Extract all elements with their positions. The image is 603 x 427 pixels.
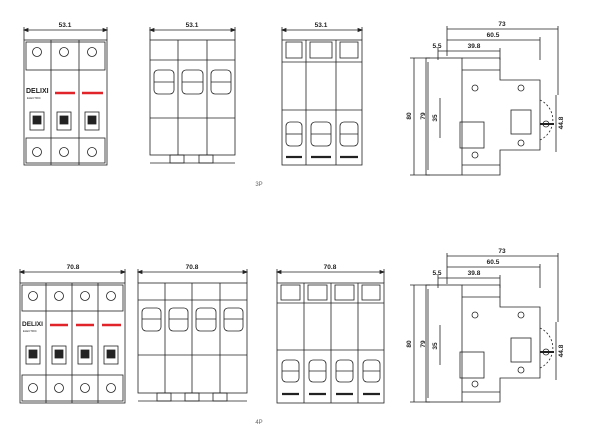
front-view-3p <box>22 27 109 166</box>
side-height-44-3p: 44.8 <box>558 116 565 129</box>
top-view-4p <box>275 269 386 404</box>
side-height-35-4p: 35 <box>432 342 439 350</box>
top-width-3p: 53.1 <box>315 22 328 29</box>
front-view-4p <box>18 269 127 404</box>
side-width-60-3p: 60.5 <box>487 32 500 39</box>
side-width-39-3p: 39.8 <box>468 43 481 50</box>
side-height-79-3p: 79 <box>420 112 427 120</box>
side-view-3p <box>410 26 559 176</box>
top-view-3p <box>280 27 364 166</box>
rear-width-3p: 53.1 <box>186 22 199 29</box>
side-height-80-4p: 80 <box>406 340 413 348</box>
rear-width-4p: 70.8 <box>186 264 199 271</box>
side-overall-width-3p: 73 <box>498 21 506 28</box>
side-width-60-4p: 60.5 <box>487 259 500 266</box>
caption-4p: 4P <box>255 420 262 426</box>
side-height-44-4p: 44.8 <box>558 344 565 357</box>
front-width-4p: 70.8 <box>67 264 80 271</box>
logo-sub-3p: ELECTRIC <box>27 96 41 100</box>
side-offset-4p: 5.5 <box>432 270 441 277</box>
top-width-4p: 70.8 <box>324 264 337 271</box>
caption-3p: 3P <box>255 182 262 188</box>
side-width-39-4p: 39.8 <box>468 270 481 277</box>
side-overall-width-4p: 73 <box>498 248 506 255</box>
rear-view-3p <box>148 27 237 164</box>
side-offset-3p: 5.5 <box>432 43 441 50</box>
row-4p: 70.8 DELIXI ELECTRIC 70.8 <box>18 248 565 426</box>
front-width-3p: 53.1 <box>59 22 72 29</box>
side-height-79-4p: 79 <box>420 340 427 348</box>
side-height-80-3p: 80 <box>406 112 413 120</box>
logo-sub-4p: ELECTRIC <box>23 329 37 333</box>
side-height-35-3p: 35 <box>432 114 439 122</box>
row-3p: 53.1 DELIXI ELECTRIC 53.1 <box>22 21 565 188</box>
logo-3p: DELIXI <box>26 88 49 95</box>
logo-4p: DELIXI <box>22 321 43 328</box>
rear-view-4p <box>136 269 249 402</box>
side-view-4p <box>410 253 559 403</box>
